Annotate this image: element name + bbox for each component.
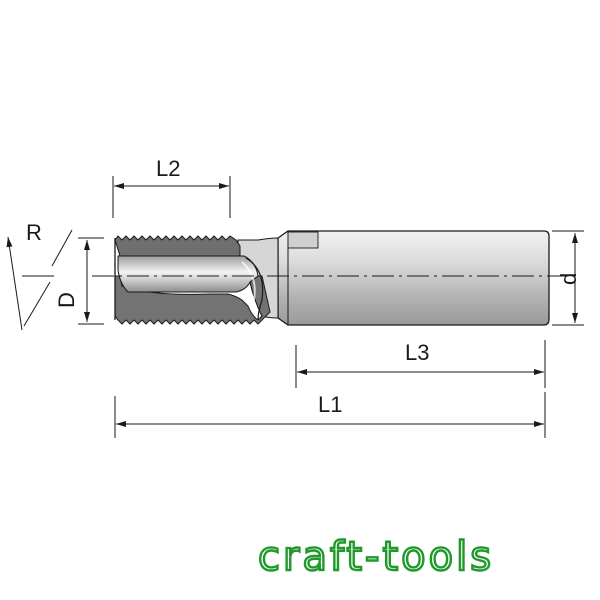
tool-cutter-head bbox=[114, 235, 271, 325]
label-l3: L3 bbox=[405, 340, 429, 365]
label-r: R bbox=[26, 220, 42, 245]
dimension-l3: L3 bbox=[295, 340, 546, 388]
label-l1: L1 bbox=[318, 392, 342, 417]
label-d-big: D bbox=[54, 292, 79, 308]
dimension-l2: L2 bbox=[112, 156, 231, 218]
label-l2: L2 bbox=[156, 156, 180, 181]
dimension-r: R bbox=[6, 220, 73, 331]
label-d-small: d bbox=[556, 273, 581, 285]
tool-shank bbox=[277, 230, 550, 326]
dimension-d-small: d bbox=[552, 230, 584, 326]
dimension-d-big: D bbox=[54, 237, 104, 325]
dimension-l1: L1 bbox=[114, 392, 546, 438]
brand-logo: craft-tools bbox=[258, 534, 494, 580]
